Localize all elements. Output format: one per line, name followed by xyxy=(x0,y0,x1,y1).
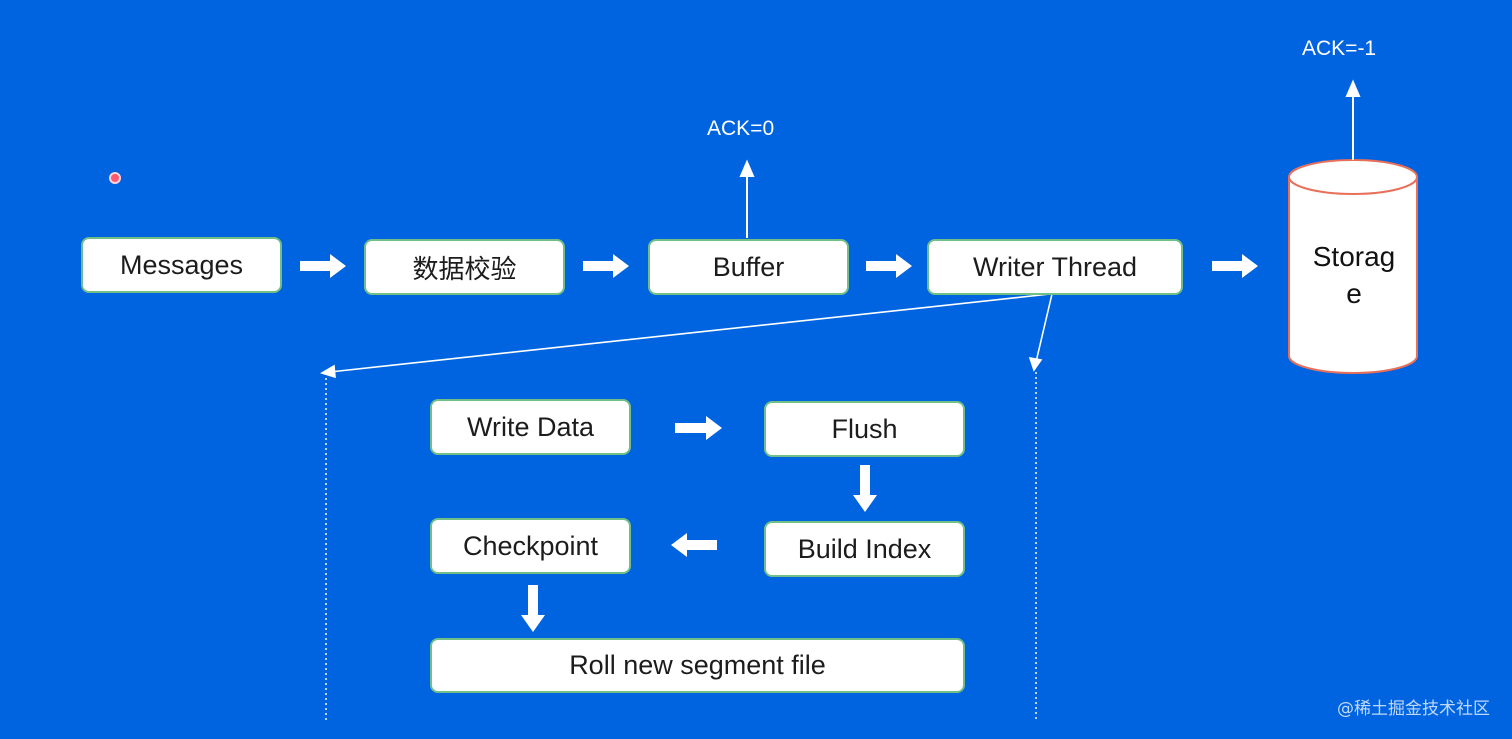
zoom-line-right xyxy=(1035,293,1053,363)
cursor-indicator xyxy=(109,172,121,184)
node-writer-thread: Writer Thread xyxy=(927,239,1183,295)
node-checkpoint: Checkpoint xyxy=(430,518,631,574)
ack-storage-arrowhead xyxy=(1345,79,1361,97)
zoom-arrowhead-left xyxy=(320,364,336,379)
storage-label: Storag e xyxy=(1290,238,1418,312)
arrow-validation-to-buffer xyxy=(583,254,629,278)
arrow-checkpoint-to-roll xyxy=(521,585,545,632)
node-messages: Messages xyxy=(81,237,282,293)
ack-buffer-label: ACK=0 xyxy=(707,117,775,140)
arrow-write-to-flush xyxy=(675,416,722,440)
arrow-buffer-to-writer xyxy=(866,254,912,278)
node-write-data: Write Data xyxy=(430,399,631,455)
storage-label-line1: Storag xyxy=(1312,241,1396,272)
node-roll-segment: Roll new segment file xyxy=(430,638,965,693)
arrow-messages-to-validation xyxy=(300,254,346,278)
storage-label-line2: e xyxy=(1346,278,1362,309)
arrow-flush-to-build-index xyxy=(853,465,877,512)
node-build-index: Build Index xyxy=(764,521,965,577)
node-flush: Flush xyxy=(764,401,965,457)
node-buffer: Buffer xyxy=(648,239,849,295)
zoom-arrowhead-right xyxy=(1028,356,1043,372)
ack-buffer-arrowhead xyxy=(739,159,755,177)
arrow-build-index-to-checkpoint xyxy=(671,533,717,557)
arrow-writer-to-storage xyxy=(1212,254,1258,278)
ack-storage-label: ACK=-1 xyxy=(1302,37,1377,60)
watermark: @稀土掘金技术社区 xyxy=(1337,699,1490,719)
node-data-validation: 数据校验 xyxy=(364,239,565,295)
zoom-line-left xyxy=(329,293,1051,373)
